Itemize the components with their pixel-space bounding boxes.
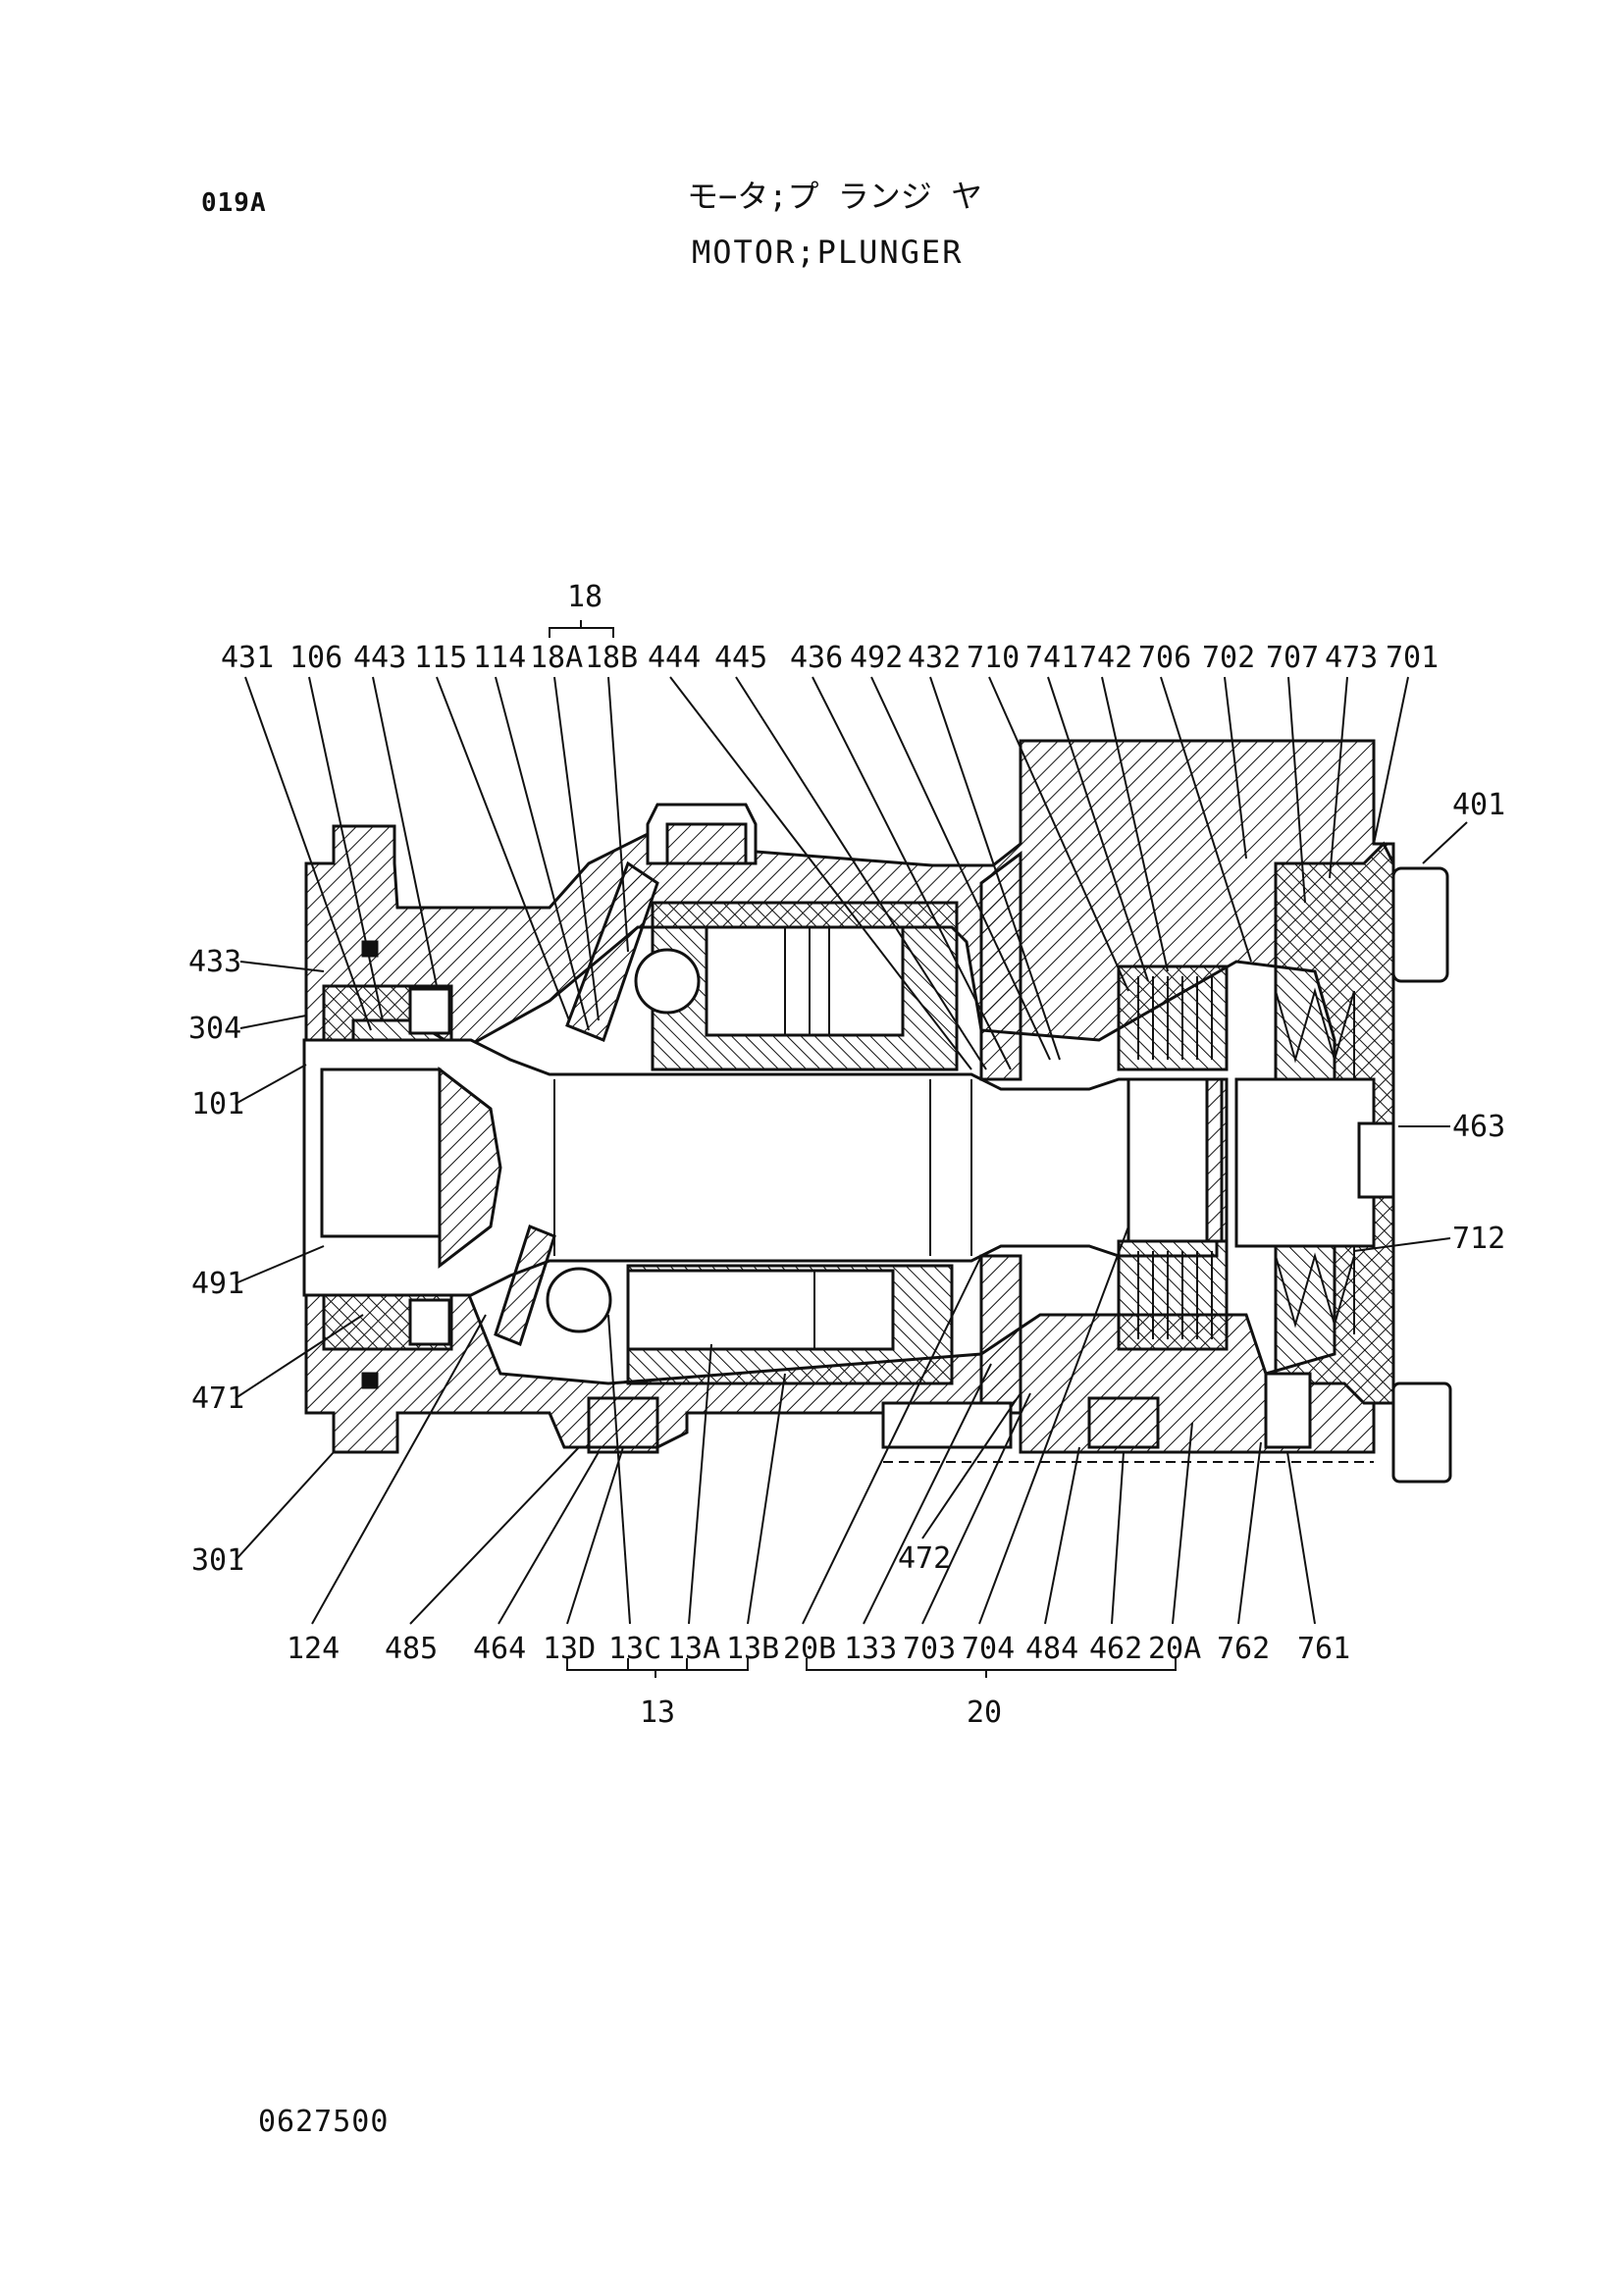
part-label: 484 [1025,1632,1078,1666]
part-label: 124 [287,1632,340,1666]
top-leader-lines [244,676,1409,1070]
group-bracket-18: 18 [549,580,614,638]
part-label: 706 [1138,641,1191,675]
part-label: 133 [844,1632,897,1666]
inner-callout: 472 [898,1392,1022,1576]
part-label: 433 [188,945,241,979]
bottom-plugs [587,1372,1374,1463]
part-label: 485 [385,1632,438,1666]
title-english: MOTOR;PLUNGER [692,234,964,271]
top-port-plug [646,803,758,865]
part-label: 304 [188,1012,241,1046]
part-label: 301 [191,1543,244,1578]
swash-plate [494,860,659,1346]
page-code: 019A [201,188,267,218]
part-label: 762 [1217,1632,1270,1666]
part-label: 463 [1452,1110,1505,1144]
brake-springs [1234,987,1395,1334]
drawing-number: 0627500 [258,2105,390,2139]
part-label: 443 [353,641,406,675]
part-label: 702 [1202,641,1255,675]
part-label: 432 [908,641,961,675]
part-label: 701 [1386,641,1439,675]
part-label: 431 [221,641,274,675]
part-label: 761 [1297,1632,1350,1666]
part-label: 710 [967,641,1020,675]
part-label: 491 [191,1267,244,1301]
part-label: 436 [790,641,843,675]
part-label: 20B [783,1632,836,1666]
part-label: 18A [530,641,583,675]
part-label: 492 [850,641,903,675]
part-label: 704 [962,1632,1015,1666]
part-label: 106 [289,641,342,675]
brake-discs-top [1137,976,1213,1060]
part-label: 712 [1452,1222,1505,1256]
bottom-callouts: 124 485 464 13D 13C 13A 13B 20B 133 703 … [287,1632,1350,1666]
part-label: 462 [1089,1632,1142,1666]
part-label: 464 [473,1632,526,1666]
part-label: 741 [1025,641,1078,675]
part-label: 115 [414,641,467,675]
part-label: 401 [1452,788,1505,822]
cylinder-block [546,901,959,1385]
group-label-13: 13 [640,1695,675,1730]
part-label: 471 [191,1382,244,1416]
part-label: 114 [473,641,526,675]
part-label: 13C [608,1632,661,1666]
part-label: 20A [1148,1632,1201,1666]
group-label-20: 20 [967,1695,1002,1730]
part-label: 473 [1325,641,1378,675]
brake-section [979,851,1229,1415]
right-callouts: 401 463 712 [1353,788,1505,1256]
part-label: 13D [543,1632,596,1666]
group-bracket-20: 20 [806,1658,1177,1730]
title-japanese: モ−タ;プ ランジ ヤ [687,178,983,215]
group-label-18: 18 [567,580,602,614]
part-label: 13B [726,1632,779,1666]
left-callouts: 433 304 101 491 471 301 [188,945,364,1578]
shaft-bearings [322,940,453,1389]
bottom-leader-lines [311,1225,1316,1625]
part-label: 18B [585,641,638,675]
part-label: 707 [1266,641,1319,675]
top-callouts: 431 106 443 115 114 18A 18B 444 445 436 … [221,641,1439,675]
part-label: 101 [191,1087,244,1121]
group-bracket-13: 13 [566,1658,749,1730]
part-label: 472 [898,1541,951,1576]
part-label: 703 [903,1632,956,1666]
part-label: 13A [667,1632,720,1666]
part-label: 444 [648,641,701,675]
brake-discs-bottom [1137,1251,1213,1339]
part-label: 742 [1079,641,1132,675]
part-label: 445 [714,641,767,675]
